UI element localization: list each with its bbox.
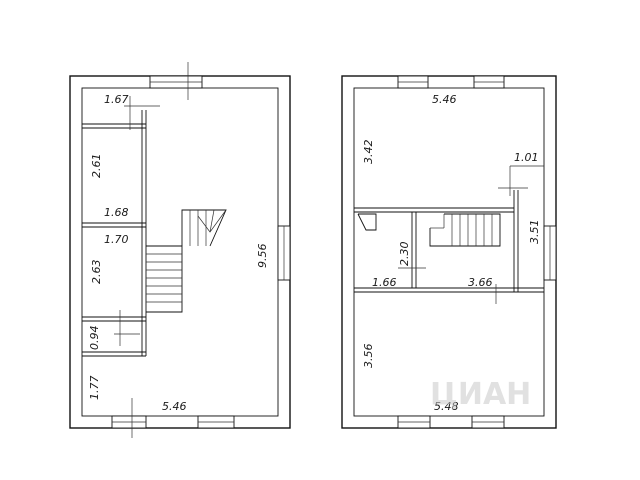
floor-2-outer-wall xyxy=(341,75,557,429)
floor-2-plan: 5.46 3.42 1.01 3.51 2.30 1.66 3.66 3.56 … xyxy=(341,75,557,429)
floor-2-dim-4: 3.51 xyxy=(528,220,541,245)
floor-1-inner-wall xyxy=(81,87,279,417)
floor-1-stairs xyxy=(146,209,227,313)
floor-1-dim-8: 5.46 xyxy=(162,400,187,413)
watermark-text: ЦИАН xyxy=(430,377,531,412)
floor-1-dim-3: 1.68 xyxy=(104,206,129,219)
floor-2-dim-8: 3.56 xyxy=(362,344,375,369)
floor-1-dim-1: 1.67 xyxy=(104,93,129,106)
floor-1-dim-6: 0.94 xyxy=(88,326,101,351)
floor-1-dim-7: 1.77 xyxy=(88,376,101,401)
floor-2-dim-6: 1.66 xyxy=(372,276,397,289)
floor-2-dim-2: 3.42 xyxy=(362,140,375,165)
floor-1-dim-4: 1.70 xyxy=(104,233,129,246)
floor-1-plan: 1.67 2.61 1.68 1.70 2.63 0.94 1.77 5.46 … xyxy=(69,62,291,438)
floor-2-dim-3: 1.01 xyxy=(514,151,539,164)
floor-1-dim-9: 9.56 xyxy=(256,244,269,269)
floor-2-stairs xyxy=(429,213,501,247)
floor-2-inner-wall xyxy=(353,87,545,417)
floor-2-dim-5: 2.30 xyxy=(398,242,411,267)
floor-1-dim-5: 2.63 xyxy=(90,260,103,285)
floor-1-partitions xyxy=(82,96,160,357)
floor-1-dim-2: 2.61 xyxy=(90,154,103,179)
floor-2-partitions xyxy=(354,165,544,304)
floor-2-dim-7: 3.66 xyxy=(468,276,493,289)
floor-2-dim-1: 5.46 xyxy=(432,93,457,106)
floor-2-dim-9: 5.48 xyxy=(434,400,459,413)
